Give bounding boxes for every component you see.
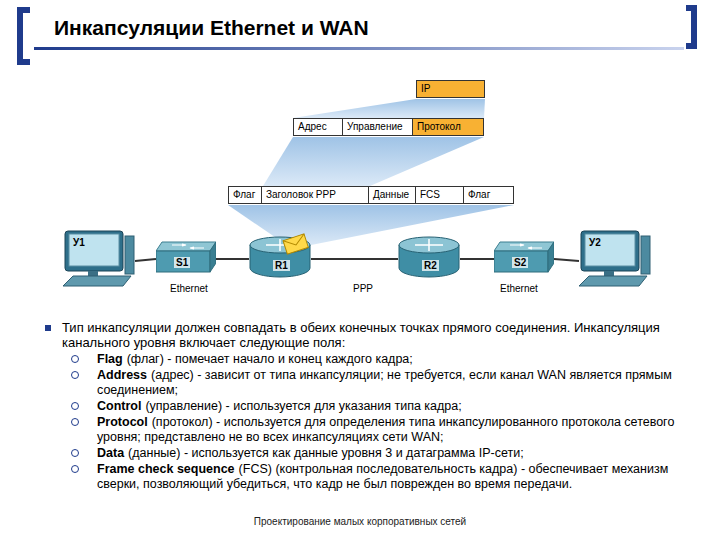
switch-icon: S2: [494, 241, 554, 273]
field-text: (управление) - используется для указания…: [145, 399, 461, 413]
segment-label: Ethernet: [170, 283, 208, 294]
field-description: Frame check sequence(FCS) (контрольная п…: [97, 462, 712, 492]
device-label: S2: [512, 257, 528, 268]
pc-icon: У1: [63, 230, 135, 288]
frame-field: Флаг: [464, 186, 514, 204]
cable: [311, 258, 398, 260]
field-label: Флаг: [468, 189, 490, 200]
bullet-list: Тип инкапсуляции должен совпадать в обеи…: [62, 320, 712, 493]
frame-field: IP: [416, 80, 485, 98]
frame-field: Управление: [343, 118, 413, 136]
cable: [554, 259, 579, 261]
frame-field: Заголовок PPP: [262, 186, 369, 204]
switch-icon: S1: [156, 241, 216, 273]
cable: [216, 258, 249, 260]
encapsulation-fan: [263, 137, 484, 186]
title-rule: [34, 47, 684, 50]
frame-field: FCS: [416, 186, 464, 204]
slide-title: Инкапсуляции Ethernet и WAN: [54, 16, 369, 40]
field-term: Protocol: [97, 415, 148, 429]
field-label: Протокол: [417, 121, 461, 132]
field-label: Флаг: [233, 189, 255, 200]
field-label: IP: [421, 83, 430, 94]
device-label: У2: [589, 237, 601, 248]
envelope-icon: [283, 234, 308, 254]
field-label: Данные: [373, 189, 409, 200]
field-label: FCS: [420, 189, 440, 200]
bracket: [686, 8, 694, 46]
field-description: Address(адрес) - зависит от типа инкапсу…: [97, 368, 712, 398]
field-label: Управление: [347, 121, 403, 132]
device-label: У1: [73, 237, 85, 248]
field-description: Protocol(протокол) - используется для оп…: [97, 415, 712, 445]
device-label: S1: [174, 257, 190, 268]
device-outline: [398, 236, 460, 278]
field-description: Data (данные) - используется как данные у…: [97, 446, 712, 461]
field-label: Адрес: [298, 121, 327, 132]
field-label: Заголовок PPP: [266, 189, 336, 200]
field-text: (флаг) - помечает начало и конец каждого…: [127, 352, 413, 366]
cable: [135, 259, 156, 261]
bracket: [20, 10, 30, 62]
field-description: Control (управление) - используется для у…: [97, 399, 712, 414]
field-term: Data: [97, 446, 124, 460]
frame-field: Флаг: [228, 186, 262, 204]
field-term: Control: [97, 399, 141, 413]
field-description: Flag (флаг) - помечает начало и конец каж…: [97, 352, 712, 367]
field-term: Frame check sequence: [97, 462, 235, 476]
device-label: R1: [273, 260, 290, 271]
field-text: (протокол) - используется для определени…: [97, 415, 674, 444]
field-term: Flag: [97, 352, 123, 366]
bullet-text: Тип инкапсуляции должен совпадать в обеи…: [62, 320, 712, 350]
slide-footer: Проектирование малых корпоративных сетей: [0, 516, 720, 527]
frame-field: Данные: [369, 186, 416, 204]
field-term: Address: [97, 368, 147, 382]
router-icon: R2: [398, 236, 460, 278]
encapsulation-fan: [293, 99, 485, 118]
frame-field: Адрес: [293, 118, 343, 136]
device-label: R2: [422, 260, 439, 271]
field-text: (адрес) - зависит от типа инкапсуляции; …: [97, 368, 672, 397]
segment-label: Ethernet: [500, 283, 538, 294]
field-text: (данные) - используется как данные уровн…: [128, 446, 524, 460]
router-icon: R1: [249, 236, 311, 278]
device-outline: [249, 236, 311, 278]
cable: [460, 258, 494, 260]
pc-icon: У2: [579, 230, 651, 288]
segment-label: PPP: [353, 283, 373, 294]
frame-field: Протокол: [413, 118, 484, 136]
